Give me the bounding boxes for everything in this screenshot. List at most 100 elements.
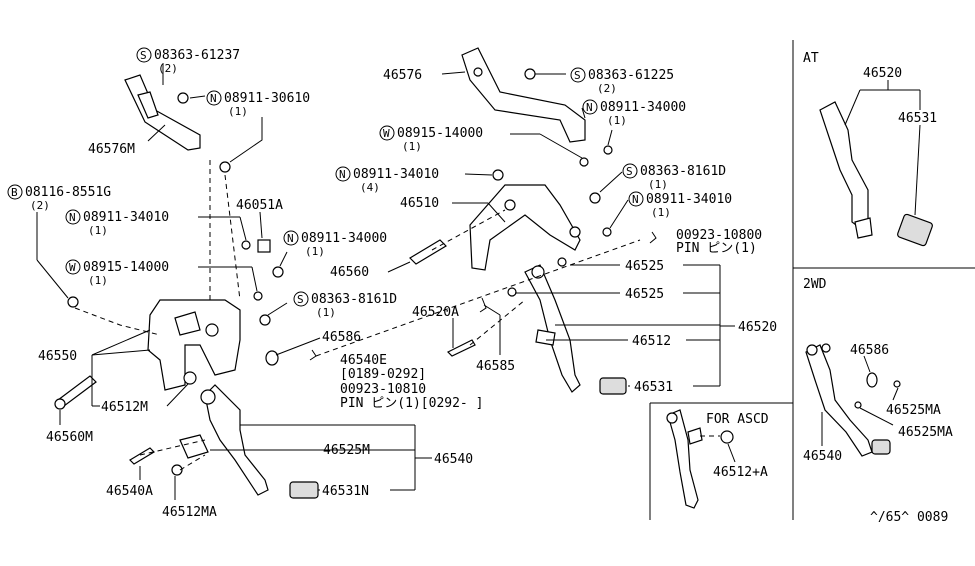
label-46510: 46510: [400, 196, 439, 211]
footer-code: ^/65^ 0089: [870, 510, 948, 525]
n-symbol-icon: [65, 209, 81, 225]
label-at-46520: 46520: [863, 66, 902, 81]
label-08911-34010-a-qty: (1): [88, 224, 108, 237]
label-08911-34000-b-qty: (1): [607, 114, 627, 127]
label-46576: 46576: [383, 68, 422, 83]
label-46512: 46512: [632, 334, 671, 349]
label-08363-61225-qty: (2): [597, 82, 617, 95]
s-symbol-letter: S: [297, 293, 304, 306]
label-08363-8161D-b: 08363-8161D: [640, 164, 726, 179]
label-46540A: 46540A: [106, 484, 153, 499]
s-symbol-icon: [293, 291, 309, 307]
label-2wd-46525MA-a: 46525MA: [886, 403, 941, 418]
label-46051A: 46051A: [236, 198, 283, 213]
label-08363-8161D-a: 08363-8161D: [311, 292, 397, 307]
s-symbol-letter: S: [626, 165, 633, 178]
label-46525M: 46525M: [323, 443, 370, 458]
label-08911-34010-c: 08911-34010: [646, 192, 732, 207]
n-symbol-letter: N: [210, 92, 217, 105]
label-08363-61237-qty: (2): [158, 62, 178, 75]
section-ascd-title: FOR ASCD: [706, 412, 769, 427]
label-46520: 46520: [738, 320, 777, 335]
label-08915-14000-a: 08915-14000: [83, 260, 169, 275]
w-symbol-letter: W: [383, 127, 390, 140]
label-08363-8161D-a-qty: (1): [316, 306, 336, 319]
label-08116-8551G-qty: (2): [30, 199, 50, 212]
n-symbol-icon: [335, 166, 351, 182]
panel-dividers: [649, 40, 975, 520]
s-symbol-icon: [622, 163, 638, 179]
n-symbol-letter: N: [69, 211, 76, 224]
w-symbol-icon: [65, 259, 81, 275]
label-at-46531: 46531: [898, 111, 937, 126]
label-08915-14000-b: 08915-14000: [397, 126, 483, 141]
label-08911-34010-c-qty: (1): [651, 206, 671, 219]
center-pedal-assembly: [309, 47, 657, 395]
n-symbol-icon: [283, 230, 299, 246]
2wd-pedal-assembly: [805, 343, 901, 457]
label-46520A: 46520A: [412, 305, 459, 320]
label-46560M: 46560M: [46, 430, 93, 445]
part-labels: 08363-61237 (2) 08911-30610 (1) 46576M 0…: [25, 48, 953, 525]
s-symbol-letter: S: [574, 69, 581, 82]
label-08911-34000-a: 08911-34000: [301, 231, 387, 246]
n-symbol-letter: N: [586, 101, 593, 114]
label-08911-30610: 08911-30610: [224, 91, 310, 106]
label-2wd-46540: 46540: [803, 449, 842, 464]
label-46540: 46540: [434, 452, 473, 467]
label-pin-a: PIN ピン(1)[0292- ]: [340, 396, 483, 411]
w-symbol-letter: W: [69, 261, 76, 274]
n-symbol-letter: N: [287, 232, 294, 245]
label-08363-61225: 08363-61225: [588, 68, 674, 83]
symbol-markers: S N B N N W S S N W N S N: [7, 47, 644, 307]
left-pedal-assembly: [54, 74, 319, 499]
w-symbol-icon: [379, 125, 395, 141]
label-08915-14000-b-qty: (1): [402, 140, 422, 153]
label-00923-10810: 00923-10810: [340, 382, 426, 397]
n-symbol-icon: [582, 99, 598, 115]
n-symbol-icon: [628, 191, 644, 207]
label-46531: 46531: [634, 380, 673, 395]
s-symbol-letter: S: [140, 49, 147, 62]
label-08911-34000-a-qty: (1): [305, 245, 325, 258]
label-46585: 46585: [476, 359, 515, 374]
section-at-title: AT: [803, 51, 819, 66]
label-2wd-46586: 46586: [850, 343, 889, 358]
label-08363-61237: 08363-61237: [154, 48, 240, 63]
label-46512MA: 46512MA: [162, 505, 217, 520]
label-46576M: 46576M: [88, 142, 135, 157]
section-2wd-title: 2WD: [803, 277, 827, 292]
label-46525-a: 46525: [625, 259, 664, 274]
s-symbol-icon: [136, 47, 152, 63]
label-08911-34010-a: 08911-34010: [83, 210, 169, 225]
n-symbol-letter: N: [632, 193, 639, 206]
label-46560: 46560: [330, 265, 369, 280]
label-pin-b: PIN ピン(1): [676, 241, 757, 256]
b-symbol-icon: [7, 184, 23, 200]
ascd-pedal-assembly: [666, 409, 734, 509]
at-pedal-assembly: [819, 101, 933, 247]
label-2wd-46525MA-b: 46525MA: [898, 425, 953, 440]
label-46550: 46550: [38, 349, 77, 364]
label-46525-b: 46525: [625, 287, 664, 302]
label-08116-8551G: 08116-8551G: [25, 185, 111, 200]
b-symbol-letter: B: [11, 186, 18, 199]
leader-lines: [36, 63, 921, 500]
label-46512M: 46512M: [101, 400, 148, 415]
label-08911-34010-b: 08911-34010: [353, 167, 439, 182]
label-46540E: 46540E: [340, 353, 387, 368]
label-46531N: 46531N: [322, 484, 369, 499]
label-08911-30610-qty: (1): [228, 105, 248, 118]
label-46540E-range: [0189-0292]: [340, 367, 426, 382]
n-symbol-letter: N: [339, 168, 346, 181]
label-08911-34010-b-qty: (4): [360, 181, 380, 194]
label-46586: 46586: [322, 330, 361, 345]
label-08915-14000-a-qty: (1): [88, 274, 108, 287]
s-symbol-icon: [570, 67, 586, 83]
label-08363-8161D-b-qty: (1): [648, 178, 668, 191]
label-08911-34000-b: 08911-34000: [600, 100, 686, 115]
label-00923-10800: 00923-10800: [676, 228, 762, 243]
label-ascd-46512A: 46512+A: [713, 465, 768, 480]
n-symbol-icon: [206, 90, 222, 106]
